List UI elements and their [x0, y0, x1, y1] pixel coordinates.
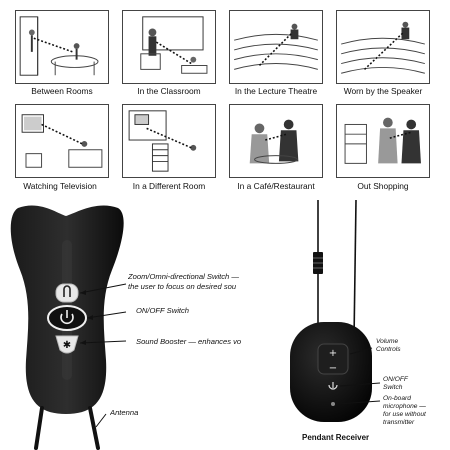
scene-different-room — [122, 104, 216, 178]
scene-caption: Worn by the Speaker — [343, 86, 423, 96]
pendant-receiver-title: Pendant Receiver — [302, 433, 370, 442]
scene-watching-television — [15, 104, 109, 178]
antenna-leg-right — [88, 406, 100, 450]
watching-television-illustration — [21, 114, 103, 168]
scene-caption: In a Café/Restaurant — [237, 181, 315, 191]
scene-worn-by-speaker — [336, 10, 430, 84]
antenna-label: Antenna — [110, 408, 139, 417]
scene-caption: Out Shopping — [357, 181, 409, 191]
zoom-switch-description: the user to focus on desired sou — [128, 282, 237, 291]
zoom-switch-label: Zoom/Omni-directional Switch — — [128, 272, 239, 281]
volume-controls-label: Volume Controls — [376, 338, 401, 353]
scene-caption: In a Different Room — [132, 181, 206, 191]
scene-between-rooms — [15, 10, 109, 84]
lecture-theatre-illustration — [234, 23, 318, 70]
sound-booster-button[interactable]: ✱ — [55, 335, 79, 354]
scene-lecture-theatre — [229, 10, 323, 84]
scene-caption: Watching Television — [23, 181, 97, 191]
cafe-restaurant-illustration — [249, 119, 299, 164]
microphone-dot — [331, 402, 335, 406]
zoom-switch-button[interactable] — [55, 283, 79, 303]
sound-booster-label: Sound Booster — enhances vo — [136, 337, 242, 346]
between-rooms-illustration — [19, 16, 99, 76]
svg-text:✱: ✱ — [63, 340, 71, 351]
scene-caption: In the Lecture Theatre — [234, 86, 318, 96]
scene-classroom — [122, 10, 216, 84]
microphone-label: On-board microphone — for use without tr… — [383, 395, 426, 426]
transmitter-device: ✱ + − — [10, 200, 381, 450]
out-shopping-illustration — [344, 117, 421, 164]
scene-out-shopping — [336, 104, 430, 178]
worn-by-speaker-illustration — [341, 21, 425, 74]
scene-caption: Between Rooms — [31, 86, 93, 96]
svg-text:+: + — [329, 348, 337, 359]
different-room-illustration — [128, 110, 197, 172]
pendant-power-button[interactable] — [328, 382, 338, 390]
scene-cafe-restaurant — [229, 104, 323, 178]
antenna-leg-left — [34, 406, 44, 450]
power-button[interactable] — [47, 305, 87, 331]
onoff-switch-label: ON/OFF Switch — [136, 306, 190, 315]
pendant-onoff-label: ON/OFF Switch — [383, 376, 408, 391]
scene-caption: In the Classroom — [137, 86, 201, 96]
classroom-illustration — [140, 16, 208, 74]
svg-text:−: − — [329, 363, 337, 374]
volume-controls[interactable]: + − — [317, 343, 349, 375]
